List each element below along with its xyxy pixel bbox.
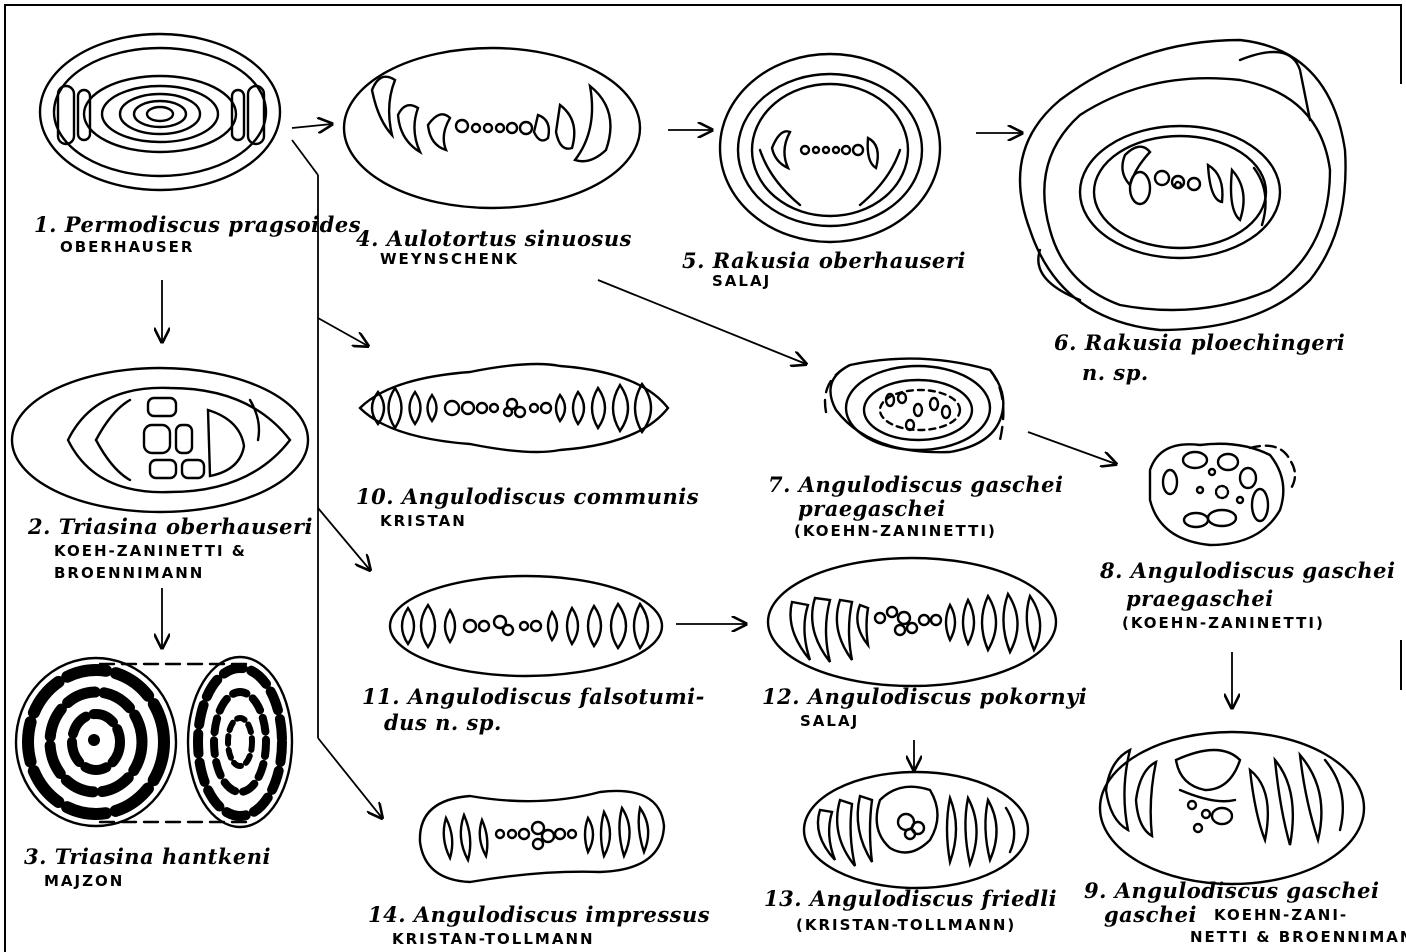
- label-10-number: 10.: [356, 484, 394, 509]
- fossil-13-angulodiscus-friedli: [804, 772, 1028, 888]
- label-1-species: Permodiscus pragsoides: [65, 212, 361, 237]
- label-2-author2: BROENNIMANN: [54, 566, 204, 581]
- label-6-number: 6.: [1054, 330, 1077, 355]
- label-3-author: MAJZON: [44, 874, 124, 889]
- label-3-species: Triasina hantkeni: [55, 844, 271, 869]
- label-9-number: 9.: [1084, 878, 1107, 903]
- label-13-name: 13. Angulodiscus friedli: [764, 888, 1057, 909]
- label-1-name: 1. Permodiscus pragsoides: [34, 214, 361, 235]
- label-12-number: 12.: [762, 684, 800, 709]
- label-5-species: Rakusia oberhauseri: [713, 248, 966, 273]
- label-5-name: 5. Rakusia oberhauseri: [682, 250, 966, 271]
- arrow-to-11: [318, 508, 370, 570]
- label-12-name: 12. Angulodiscus pokornyi: [762, 686, 1087, 707]
- fossil-12-angulodiscus-pokornyi: [768, 558, 1056, 686]
- label-14-name: 14. Angulodiscus impressus: [368, 904, 710, 925]
- fossil-1-permodiscus: [40, 34, 280, 190]
- label-9-author: KOEHN-ZANI-: [1214, 908, 1348, 923]
- arrow-4-to-7: [598, 280, 806, 364]
- label-9-author2: NETTI & BROENNIMANN: [1190, 930, 1406, 945]
- label-2-species: Triasina oberhauseri: [59, 514, 313, 539]
- label-1-author: OBERHAUSER: [60, 240, 194, 255]
- label-9-name2: gaschei: [1104, 904, 1197, 925]
- arrow-to-10: [318, 318, 368, 346]
- label-4-name: 4. Aulotortus sinuosus: [356, 228, 632, 249]
- label-11-name2: dus n. sp.: [384, 712, 502, 733]
- fossil-8-angulodiscus-praegaschei: [1150, 444, 1295, 545]
- label-12-species: Angulodiscus pokornyi: [808, 684, 1087, 709]
- label-6-species: Rakusia ploechingeri: [1085, 330, 1346, 355]
- fossil-14-angulodiscus-impressus: [420, 791, 664, 882]
- fossil-4-aulotortus: [344, 48, 640, 208]
- label-5-number: 5.: [682, 248, 705, 273]
- fossil-11-angulodiscus-falsotumidus: [390, 576, 662, 676]
- label-11-name: 11. Angulodiscus falsotumi-: [362, 686, 705, 707]
- label-7-author: (KOEHN-ZANINETTI): [794, 524, 997, 539]
- label-7-species: Angulodiscus gaschei: [799, 472, 1064, 497]
- fossil-2-triasina-oberhauseri: [12, 368, 308, 512]
- label-7-name: 7. Angulodiscus gaschei: [768, 474, 1063, 495]
- label-8-number: 8.: [1100, 558, 1123, 583]
- fossil-9-angulodiscus-gaschei: [1100, 732, 1364, 884]
- label-12-author: SALAJ: [800, 714, 859, 729]
- label-5-author: SALAJ: [712, 274, 771, 289]
- label-8-name: 8. Angulodiscus gaschei: [1100, 560, 1395, 581]
- label-6-name: 6. Rakusia ploechingeri: [1054, 332, 1345, 353]
- label-1-number: 1.: [34, 212, 57, 237]
- fossil-5-rakusia-oberhauseri: [720, 54, 940, 242]
- fossil-6-rakusia-ploechingeri: [1020, 40, 1346, 330]
- label-2-name: 2. Triasina oberhauseri: [28, 516, 313, 537]
- label-10-author: KRISTAN: [380, 514, 467, 529]
- label-10-species: Angulodiscus communis: [402, 484, 699, 509]
- label-4-species: Aulotortus sinuosus: [387, 226, 632, 251]
- label-3-number: 3.: [24, 844, 47, 869]
- label-3-name: 3. Triasina hantkeni: [24, 846, 271, 867]
- label-13-number: 13.: [764, 886, 802, 911]
- label-2-number: 2.: [28, 514, 51, 539]
- fossil-3-dark-chambers: [28, 668, 282, 816]
- label-4-author: WEYNSCHENK: [380, 252, 519, 267]
- label-6-name2: n. sp.: [1082, 362, 1149, 383]
- label-4-number: 4.: [356, 226, 379, 251]
- label-14-number: 14.: [368, 902, 406, 927]
- arrow-1-to-4: [292, 124, 332, 128]
- label-7-name2: praegaschei: [798, 498, 946, 519]
- label-14-species: Angulodiscus impressus: [414, 902, 710, 927]
- label-9-species: Angulodiscus gaschei: [1115, 878, 1380, 903]
- label-8-name2: praegaschei: [1126, 588, 1274, 609]
- label-8-author: (KOEHN-ZANINETTI): [1122, 616, 1325, 631]
- label-9-name: 9. Angulodiscus gaschei: [1084, 880, 1379, 901]
- label-2-author: KOEH-ZANINETTI &: [54, 544, 247, 559]
- label-13-species: Angulodiscus friedli: [810, 886, 1057, 911]
- fossil-7-angulodiscus-praegaschei: [825, 359, 1003, 453]
- arrow-7-to-8: [1028, 432, 1116, 464]
- label-14-author: KRISTAN-TOLLMANN: [392, 932, 595, 947]
- label-8-species: Angulodiscus gaschei: [1131, 558, 1396, 583]
- fossil-10-angulodiscus-communis: [360, 364, 668, 452]
- label-10-name: 10. Angulodiscus communis: [356, 486, 699, 507]
- label-7-number: 7.: [768, 472, 791, 497]
- label-11-number: 11.: [362, 684, 400, 709]
- label-11-species: Angulodiscus falsotumi-: [408, 684, 705, 709]
- arrow-to-14: [318, 738, 382, 818]
- label-13-author: (KRISTAN-TOLLMANN): [796, 918, 1016, 933]
